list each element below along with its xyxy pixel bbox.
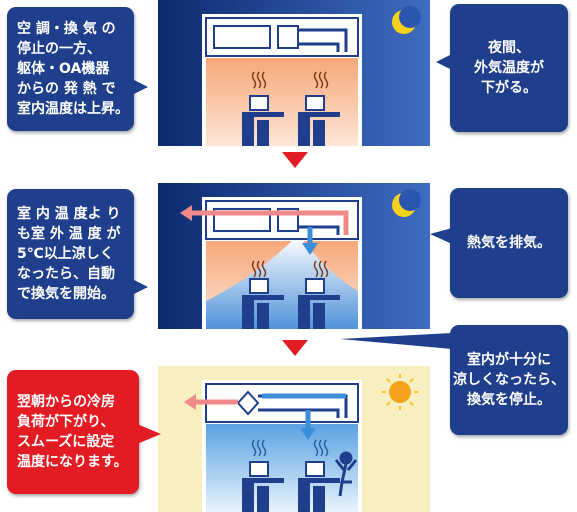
office-desk-right — [298, 95, 340, 146]
moon-icon — [392, 6, 421, 34]
callout-exhaust-heat: 熱気を排気。 — [430, 188, 568, 298]
office-desk-left — [242, 278, 284, 329]
scene-night-ventilation — [158, 183, 430, 329]
callout-night-cooling: 夜間、 外気温度が 下がる。 — [436, 4, 568, 132]
office-desk-right — [298, 461, 340, 512]
exhaust-arrow — [184, 394, 238, 410]
callout-stop-ventilation-text: 室内が十分に 涼しくなったら、 換気を停止。 — [453, 352, 565, 408]
callout-stop-ventilation: 室内が十分に 涼しくなったら、 換気を停止。 — [340, 325, 568, 435]
flow-arrow-2 — [282, 340, 308, 356]
callout-auto-ventilation: 室 内 温 度よ り も室 外 温 度 が 5℃以上涼しく なったら、自動 で換… — [7, 189, 148, 319]
callout-morning-result-text: 翌朝からの冷房 負荷が下がり、 スムーズに設定 温度になります。 — [17, 394, 128, 470]
callout-morning-result: 翌朝からの冷房 負荷が下がり、 スムーズに設定 温度になります。 — [7, 370, 161, 494]
moon-icon — [392, 189, 421, 217]
scene-night-heating — [158, 0, 430, 146]
flow-arrow-1 — [282, 152, 308, 168]
office-desk-left — [242, 95, 284, 146]
callout-auto-ventilation-text: 室 内 温 度よ り も室 外 温 度 が 5℃以上涼しく なったら、自動 で換… — [17, 206, 121, 302]
callout-exhaust-heat-text: 熱気を排気。 — [467, 235, 551, 251]
scene-morning-cool — [158, 366, 430, 512]
callout-heat-rise-text: 空 調・換 気 の 停止の一方、 躯体・OA機器 からの 発 熱 で 室内温度は… — [17, 21, 129, 117]
callout-night-cooling-text: 夜間、 外気温度が 下がる。 — [474, 40, 544, 96]
office-worker-icon — [334, 451, 358, 497]
callout-heat-rise: 空 調・換 気 の 停止の一方、 躯体・OA機器 からの 発 熱 で 室内温度は… — [7, 7, 148, 131]
intake-arrow — [302, 227, 318, 255]
intake-arrow — [262, 393, 346, 440]
exhaust-arrow — [180, 205, 349, 235]
office-desk-right — [298, 278, 340, 329]
office-desk-left — [242, 461, 284, 512]
sun-icon — [382, 374, 418, 410]
